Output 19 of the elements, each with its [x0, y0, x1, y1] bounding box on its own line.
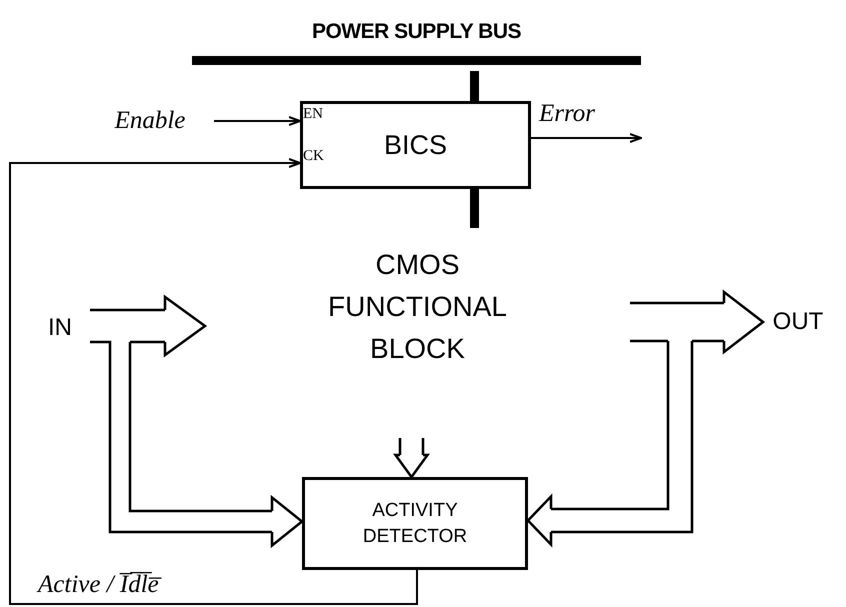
bus-arrow: [628, 290, 764, 354]
bus-title: POWER SUPPLY BUS: [312, 20, 522, 44]
detector-box: [302, 477, 528, 570]
pin-name: EN: [303, 106, 323, 123]
detector-label: ACTIVITY DETECTOR: [362, 498, 468, 548]
signal-name: Enable: [114, 107, 186, 135]
pin-name: CK: [303, 148, 324, 165]
block-name: CMOS FUNCTIONAL BLOCK: [327, 248, 508, 366]
port-label: OUT: [772, 307, 824, 337]
port-label: IN: [48, 313, 72, 343]
arrow: [214, 116, 301, 126]
bus-arrow: [88, 296, 206, 356]
bus-arrow: [394, 436, 429, 478]
arrow: [531, 133, 642, 143]
arrow: [9, 158, 418, 605]
block-title: BICS: [384, 128, 448, 162]
circuit-block: [300, 101, 531, 189]
supply-line: [470, 71, 479, 101]
supply-line: [470, 189, 479, 228]
